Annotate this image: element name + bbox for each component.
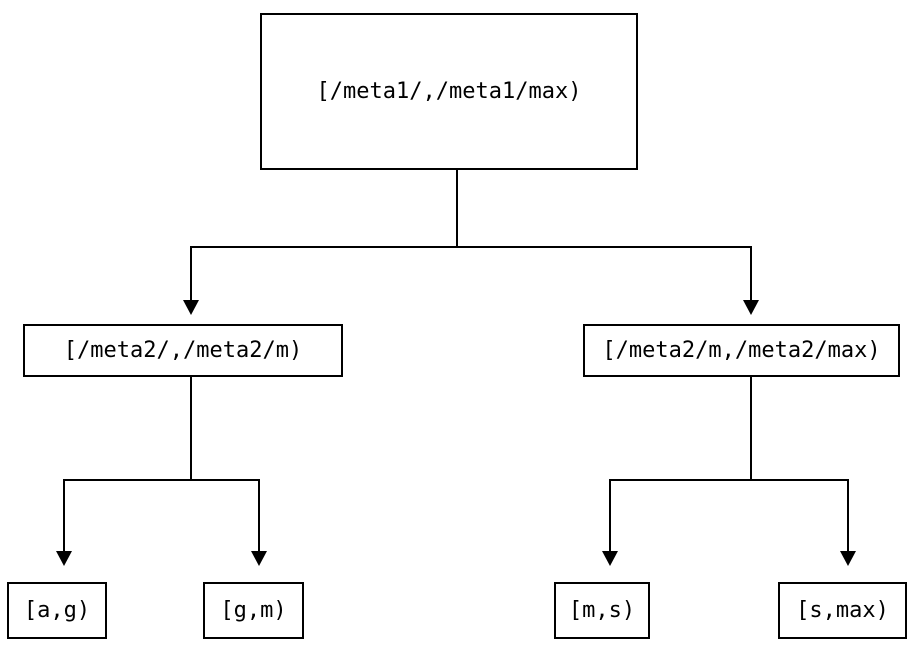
edge-right-stem [750,377,752,481]
node-leaf-gm: [g,m) [203,582,304,639]
node-right-range: [/meta2/m,/meta2/max) [583,324,900,377]
node-root-range: [/meta1/,/meta1/max) [260,13,638,170]
arrow-down-icon [602,551,618,566]
arrow-down-icon [183,300,199,315]
arrow-down-icon [840,551,856,566]
edge-right-to-leaf-ms-drop [609,479,611,552]
node-left-range: [/meta2/,/meta2/m) [23,324,343,377]
node-leaf-ag: [a,g) [7,582,107,639]
edge-level1-crossbar [190,246,752,248]
arrow-down-icon [56,551,72,566]
node-leaf-smax: [s,max) [778,582,907,639]
edge-root-stem [456,170,458,248]
edge-right-crossbar [609,479,849,481]
edge-root-to-right-drop [750,246,752,301]
edge-left-crossbar [63,479,260,481]
arrow-down-icon [251,551,267,566]
node-leaf-ms: [m,s) [554,582,650,639]
edge-root-to-left-drop [190,246,192,301]
edge-right-to-leaf-smax-drop [847,479,849,552]
edge-left-stem [190,377,192,481]
edge-left-to-leaf-gm-drop [258,479,260,552]
edge-left-to-leaf-ag-drop [63,479,65,552]
arrow-down-icon [743,300,759,315]
